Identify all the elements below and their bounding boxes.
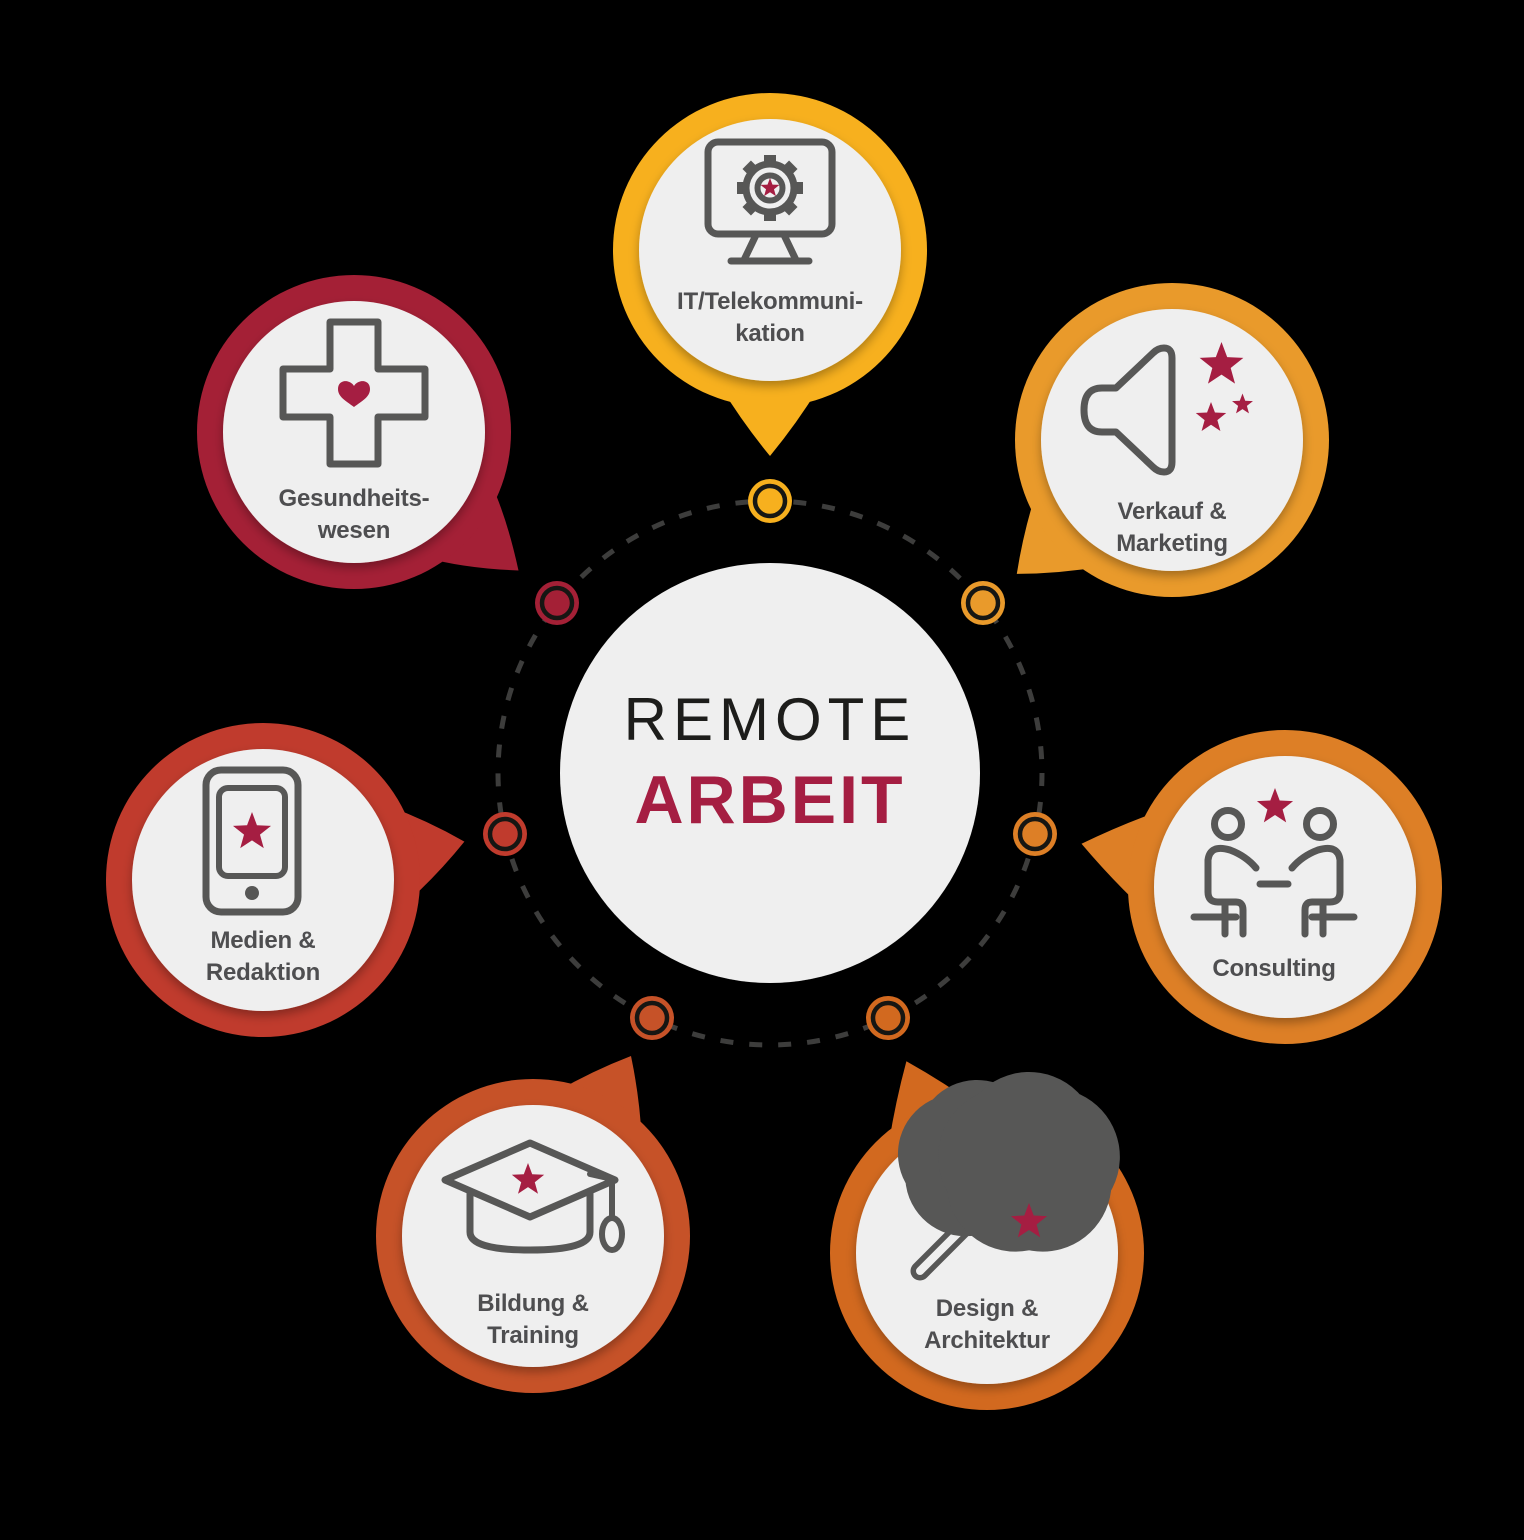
orbit-node	[748, 479, 792, 523]
center-circle	[560, 563, 980, 983]
megaphone-stars-icon	[1080, 342, 1253, 476]
satellite-bildung-training	[376, 1056, 690, 1393]
orbit-node	[866, 996, 910, 1040]
satellite-verkauf-marketing	[1015, 283, 1329, 597]
medical-cross-icon	[279, 318, 429, 468]
center-title-line1: REMOTE	[623, 686, 917, 753]
label-consulting: Consulting	[1212, 955, 1336, 982]
center-title: REMOTE ARBEIT	[510, 682, 1030, 842]
meeting-icon	[1190, 788, 1358, 938]
orbit-node	[483, 812, 527, 856]
satellite-medien-redaktion	[106, 723, 465, 1037]
label-medien-redaktion: Medien & Redaktion	[205, 927, 321, 986]
label-verkauf-marketing: Verkauf & Marketing	[1116, 498, 1228, 557]
orbit-nodes	[483, 479, 1057, 1040]
label-it-telekommunikation: IT/Telekommuni- kation	[677, 288, 863, 347]
orbit-node	[1013, 812, 1057, 856]
orbit-node	[630, 996, 674, 1040]
satellite-gesundheitswesen	[197, 275, 519, 589]
satellite-design-architektur	[830, 1061, 1144, 1410]
heart-icon	[338, 381, 370, 407]
magic-wand-icon	[920, 1140, 1051, 1281]
label-design-architektur: Design & Architektur	[924, 1295, 1050, 1354]
home-button-dot	[245, 886, 259, 900]
satellite-it-telekommunikation	[613, 93, 927, 456]
label-bildung-training: Bildung & Training	[477, 1290, 589, 1349]
satellite-consulting	[1081, 730, 1442, 1044]
star-outline-icon	[1007, 1141, 1051, 1183]
monitor-gear-icon	[704, 138, 836, 265]
label-gesundheitswesen: Gesundheits- wesen	[278, 485, 430, 544]
smartphone-icon	[202, 766, 302, 916]
orbit-node	[535, 581, 579, 625]
orbit-node	[961, 581, 1005, 625]
graduation-cap-icon	[441, 1139, 625, 1254]
center-title-line2: ARBEIT	[634, 762, 906, 838]
